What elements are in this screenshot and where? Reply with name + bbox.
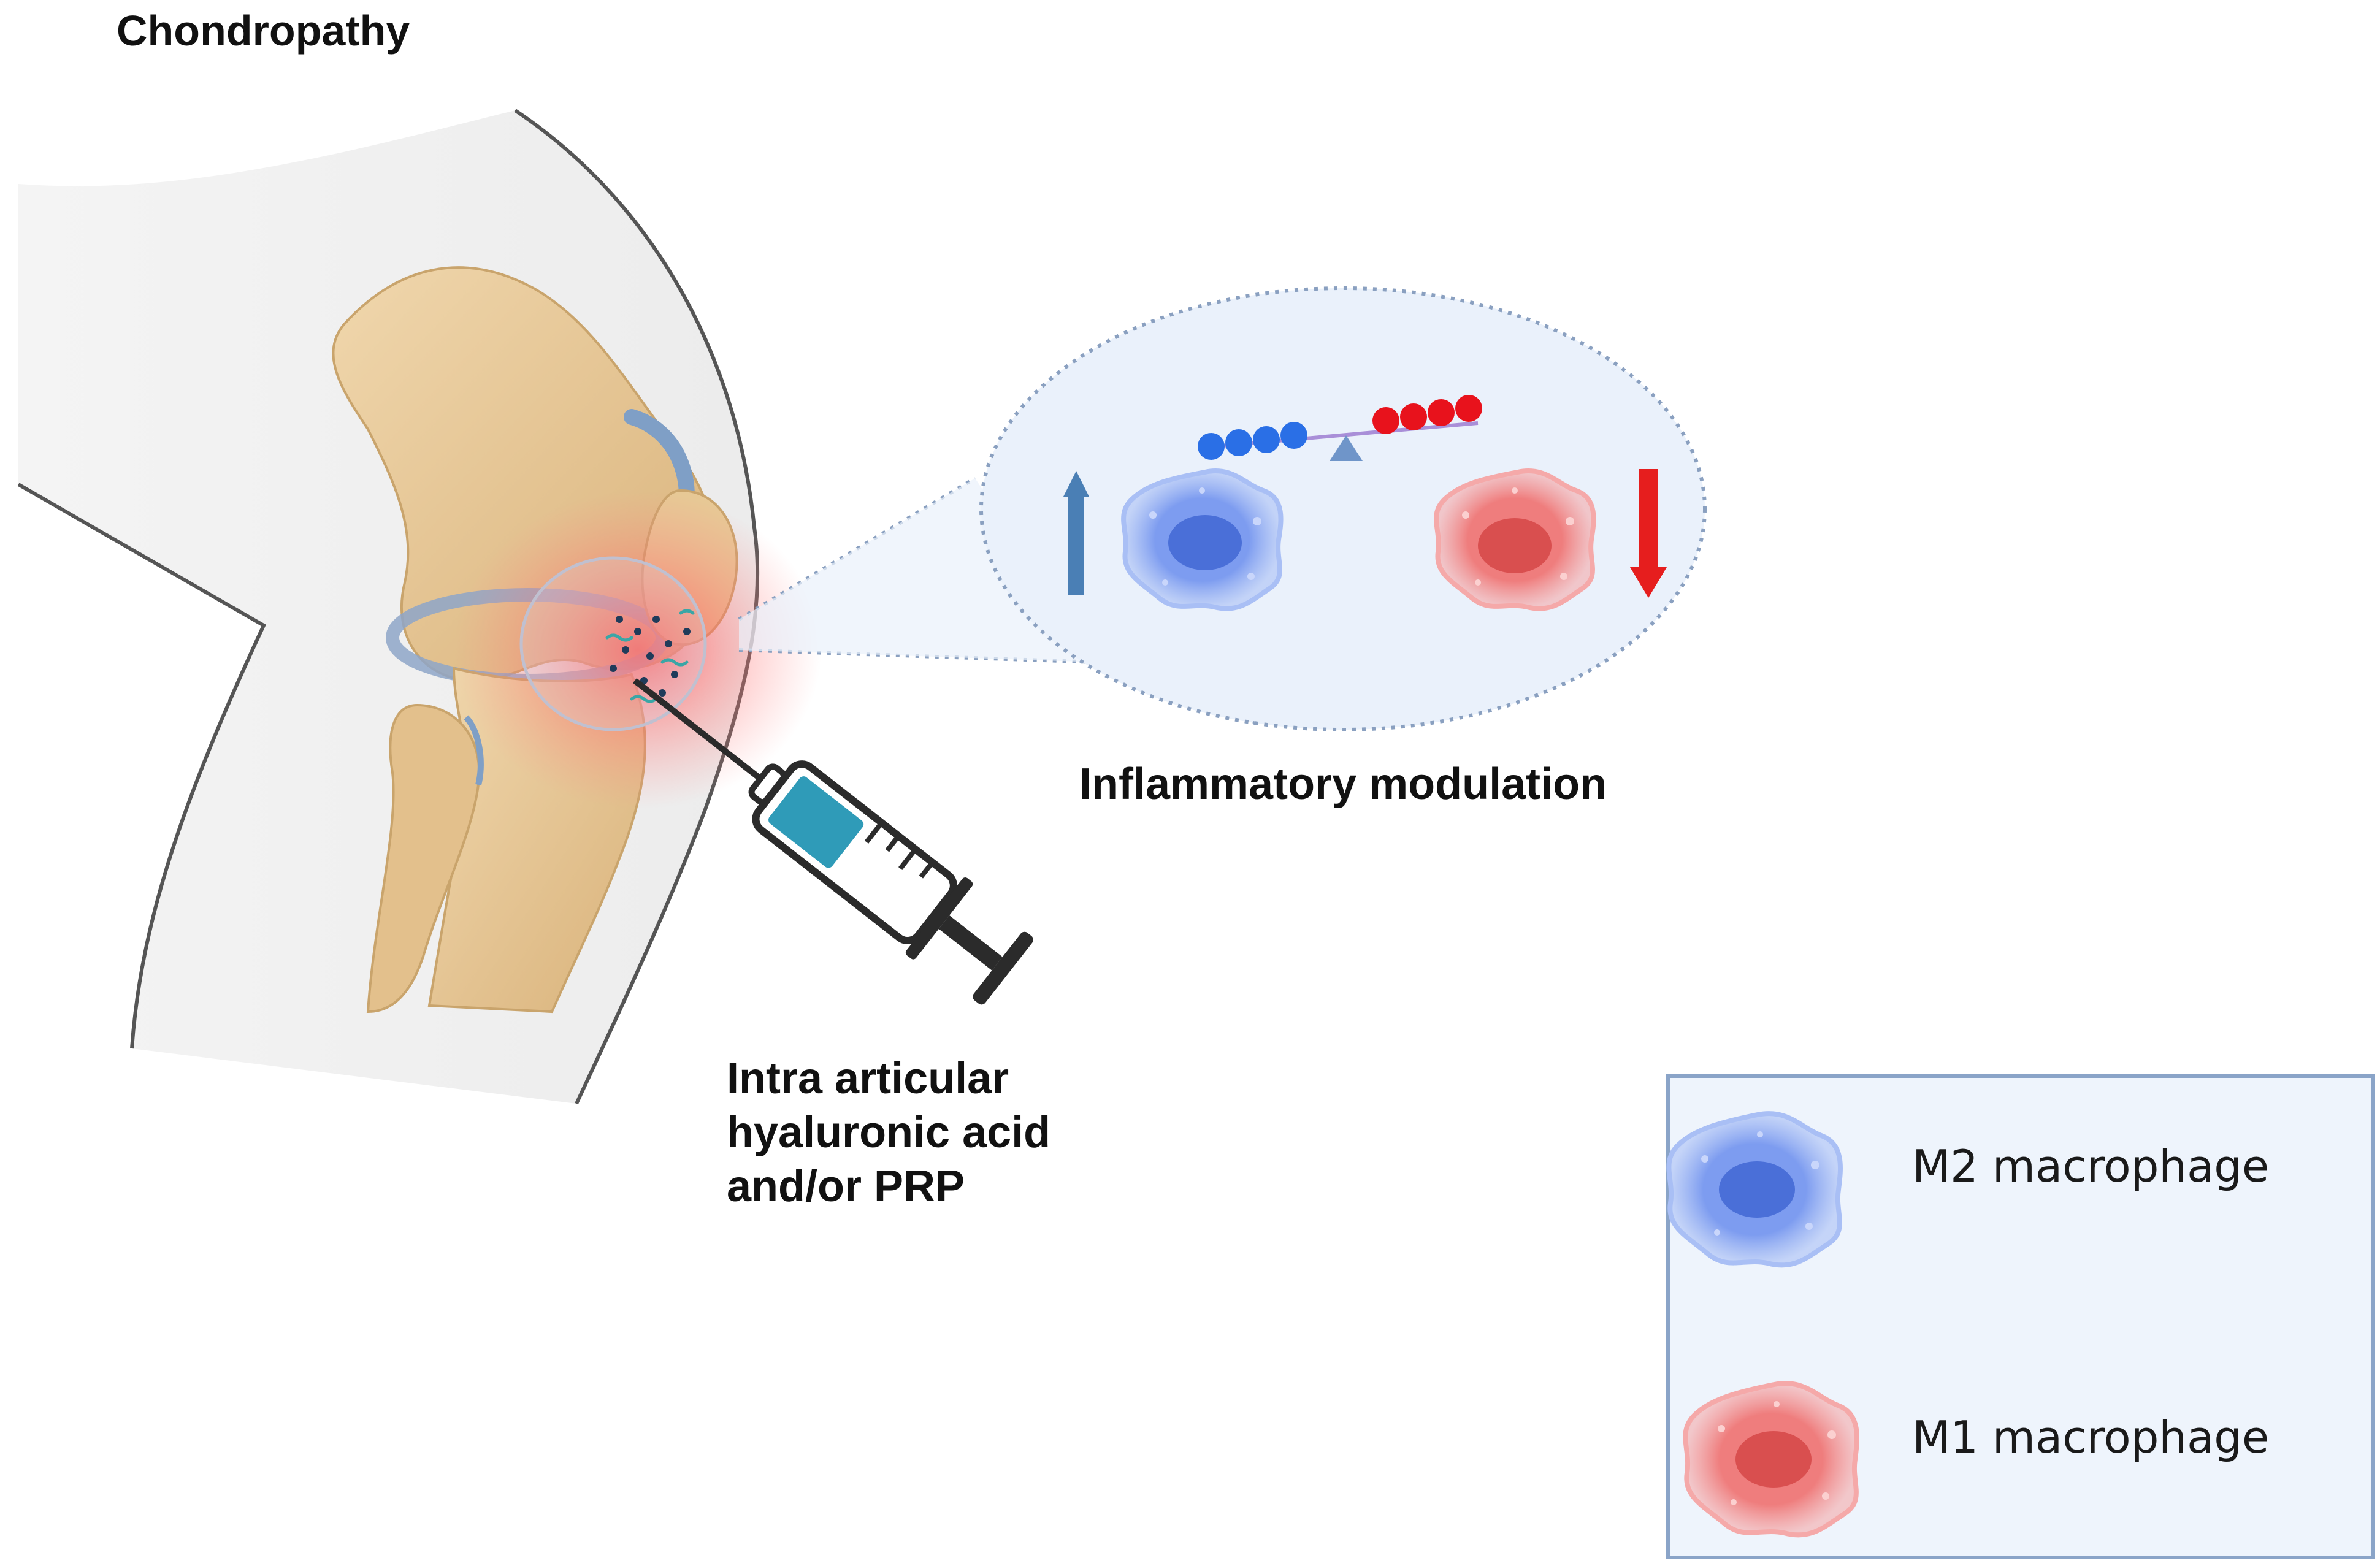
legend-m2-icon — [1666, 1111, 1843, 1268]
inflammation-area — [454, 491, 822, 809]
zoom-ellipse — [979, 286, 1707, 731]
joint-space — [519, 556, 707, 731]
legend-m2-label: M2 macrophage — [1912, 1140, 2270, 1192]
injection-label-line-3: and/or PRP — [727, 1162, 965, 1211]
down-arrow-icon — [1630, 469, 1667, 598]
inflammatory-modulation-label: Inflammatory modulation — [1079, 760, 1607, 809]
injection-label: Intra articular hyaluronic acid and/or P… — [727, 1052, 1050, 1213]
injection-label-line-1: Intra articular — [727, 1054, 1009, 1103]
hyaluronic-strands — [605, 609, 695, 703]
figure-title: Chondropathy — [117, 7, 410, 55]
m2-macrophage-icon — [1121, 468, 1284, 611]
legend-m1-icon — [1683, 1381, 1859, 1538]
zoom-cone — [739, 478, 1098, 662]
up-arrow-icon — [1063, 471, 1089, 595]
syringe-icon — [633, 678, 1033, 1005]
injected-particles — [610, 616, 691, 697]
legend-m1-label: M1 macrophage — [1912, 1411, 2270, 1463]
balance-scale-icon — [1198, 395, 1482, 461]
injection-label-line-2: hyaluronic acid — [727, 1108, 1051, 1157]
m1-macrophage-icon — [1434, 468, 1596, 611]
